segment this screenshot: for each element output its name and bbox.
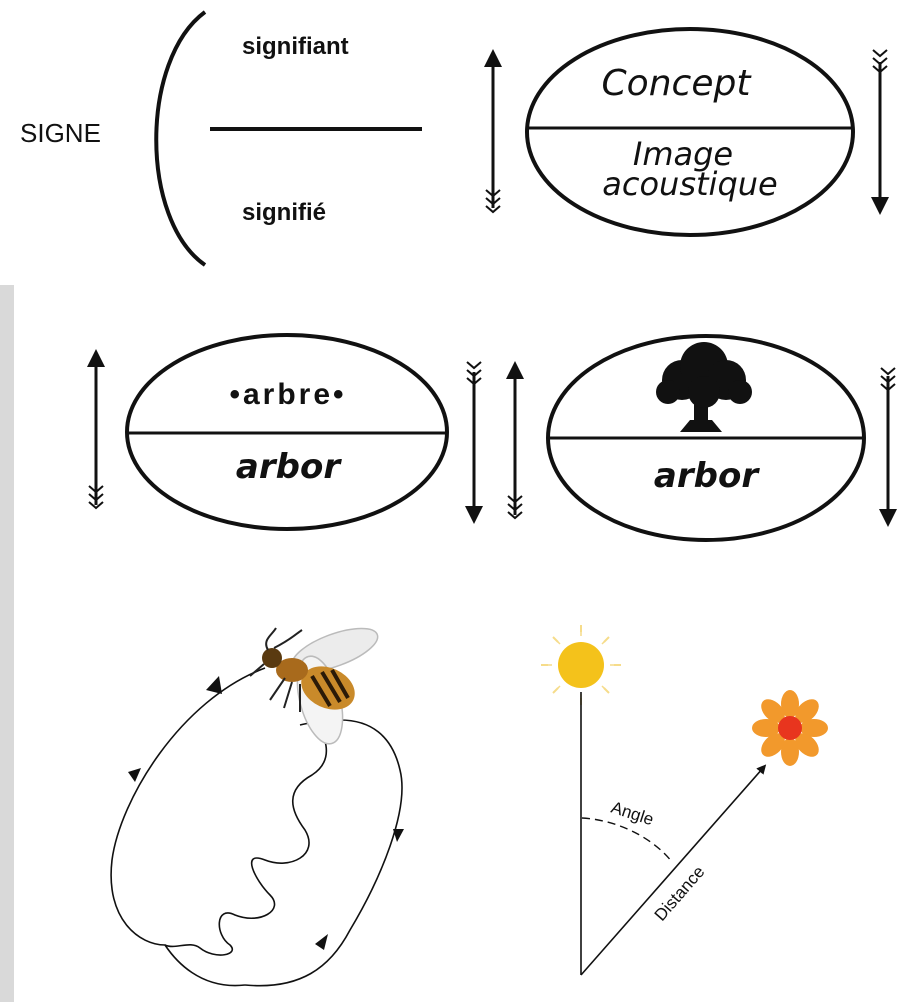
concept-label: Concept bbox=[602, 63, 753, 104]
dance-loop-left bbox=[111, 668, 265, 986]
arbor-label-2: arbor bbox=[654, 456, 760, 496]
signifiant-label: signifiant bbox=[242, 33, 349, 60]
arrowhead-2 bbox=[128, 768, 141, 782]
flower-icon bbox=[752, 690, 828, 766]
angle-label: Angle bbox=[609, 798, 656, 830]
tree-oval-group: arbor bbox=[508, 336, 895, 540]
signe-label: SIGNE bbox=[20, 118, 101, 148]
arbre-label: •arbre• bbox=[229, 378, 346, 411]
arrowhead-1 bbox=[206, 676, 222, 694]
waggle-run bbox=[165, 700, 326, 955]
direction-diagram: Angle Distance bbox=[541, 625, 828, 975]
arrowhead-3 bbox=[393, 829, 404, 842]
left-bracket bbox=[156, 12, 205, 265]
sign-definition: SIGNE signifiant signifié bbox=[20, 12, 422, 265]
saussure-oval-group: Concept Image acoustique bbox=[486, 29, 887, 235]
page-edge bbox=[0, 285, 14, 1002]
bee-dance bbox=[111, 620, 404, 986]
distance-line bbox=[581, 768, 763, 975]
bee-icon bbox=[250, 620, 383, 749]
arrowhead-4 bbox=[315, 934, 328, 950]
concept-oval bbox=[527, 29, 853, 235]
arbre-oval-group: •arbre• arbor bbox=[89, 335, 481, 529]
tree-icon bbox=[656, 342, 752, 432]
arbor-label: arbor bbox=[236, 447, 342, 487]
distance-label: Distance bbox=[651, 862, 709, 924]
angle-arc bbox=[582, 818, 672, 862]
signifie-label: signifié bbox=[242, 199, 326, 226]
acoustique-label: acoustique bbox=[602, 165, 777, 203]
